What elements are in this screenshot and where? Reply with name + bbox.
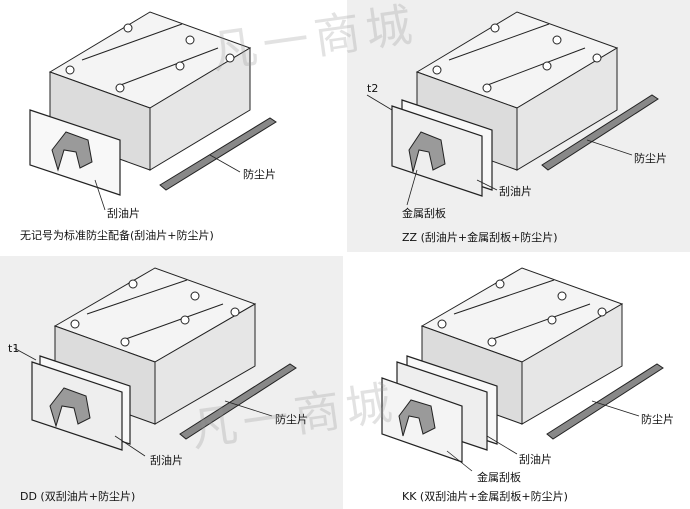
caption-dd: DD (双刮油片+防尘片)	[20, 490, 136, 503]
panel-zz: t2 防尘片 刮油片 金属刮板 ZZ (刮油片+金属刮板+防尘片)	[347, 0, 690, 252]
label-oil-scraper: 刮油片	[499, 185, 532, 198]
label-thickness-t1: t1	[8, 342, 20, 355]
label-oil-scraper: 刮油片	[519, 453, 552, 466]
caption-kk: KK (双刮油片+金属刮板+防尘片)	[402, 490, 568, 503]
block-drawing-dd	[13, 267, 297, 457]
label-oil-scraper: 刮油片	[150, 454, 183, 467]
panel-dd: t1 防尘片 刮油片 DD (双刮油片+防尘片)	[0, 256, 343, 509]
panel-standard: 防尘片 刮油片 无记号为标准防尘配备(刮油片+防尘片)	[0, 0, 343, 252]
caption-standard: 无记号为标准防尘配备(刮油片+防尘片)	[20, 229, 214, 242]
block-drawing-kk	[381, 267, 664, 472]
block-drawing-standard	[29, 11, 277, 211]
label-thickness-t2: t2	[367, 82, 379, 95]
label-dust-seal: 防尘片	[641, 413, 674, 426]
label-metal-scraper: 金属刮板	[402, 207, 446, 220]
panel-divider-horizontal	[0, 252, 690, 256]
panel-kk: 防尘片 刮油片 金属刮板 KK (双刮油片+金属刮板+防尘片)	[347, 256, 690, 509]
block-drawing-zz	[366, 11, 659, 206]
label-dust-seal: 防尘片	[275, 413, 308, 426]
label-metal-scraper: 金属刮板	[477, 471, 521, 484]
label-dust-seal: 防尘片	[634, 152, 667, 165]
caption-zz: ZZ (刮油片+金属刮板+防尘片)	[402, 231, 558, 244]
label-dust-seal: 防尘片	[243, 168, 276, 181]
label-oil-scraper: 刮油片	[107, 207, 140, 220]
